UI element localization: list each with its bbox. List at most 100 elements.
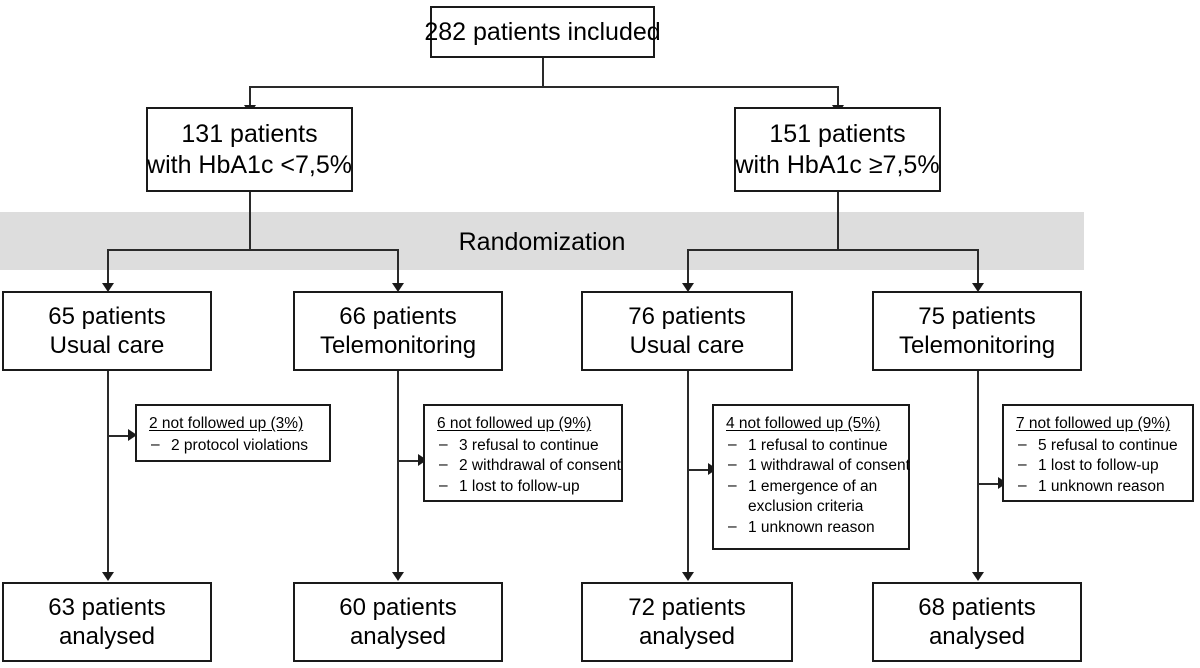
node-analysed-2[interactable]: 60 patients analysed [293,582,503,662]
node-analysed-1-line1: 63 patients [48,593,166,621]
node-analysed-1-line2: analysed [58,623,156,650]
dropout-3-heading: 4 not followed up (5%) [726,415,881,432]
node-arm-2-line1: 66 patients [339,302,457,330]
dropout-box-1[interactable]: 2 not followed up (3%) –2 protocol viola… [135,404,331,462]
dropout-3-item-0: 1 refusal to continue [748,436,888,454]
node-arm-1[interactable]: 65 patients Usual care [2,291,212,371]
node-analysed-3[interactable]: 72 patients analysed [581,582,793,662]
dash-bullet: – [439,435,448,453]
node-strata-high-line1: 151 patients [769,120,906,148]
connector-strata-right-to-rand [837,192,839,250]
list-item: –3 refusal to continue [437,436,611,457]
node-arm-3-line2: Usual care [629,332,745,359]
dash-bullet: – [1018,476,1027,494]
dropout-1-heading: 2 not followed up (3%) [149,415,304,432]
node-arm-4[interactable]: 75 patients Telemonitoring [872,291,1082,371]
connector-dropout4 [977,483,1001,485]
list-item: –2 withdrawal of consent [437,456,621,477]
dash-bullet: – [439,476,448,494]
node-arm-2-line2: Telemonitoring [319,332,477,359]
dropout-3-item-1: 1 withdrawal of consent [748,457,910,475]
node-arm-3[interactable]: 76 patients Usual care [581,291,793,371]
connector-arm3-to-analysed [687,371,689,576]
dash-bullet: – [1018,435,1027,453]
connector-arm4-to-analysed [977,371,979,576]
arrow-arm3 [682,283,694,292]
node-enrolled[interactable]: 282 patients included [424,6,661,58]
dropout-2-heading: 6 not followed up (9%) [437,415,592,432]
connector-dropout2 [397,460,421,462]
arrow-analysed3 [682,572,694,581]
connector-arm1-down [107,249,109,286]
dropout-4-heading: 7 not followed up (9%) [1016,415,1171,432]
node-analysed-4-line2: analysed [928,623,1026,650]
randomization-band [0,212,1084,270]
node-enrolled-line1: 282 patients included [424,17,661,46]
connector-arms-split-left [107,249,398,251]
node-arm-2[interactable]: 66 patients Telemonitoring [293,291,503,371]
connector-dropout3 [687,469,711,471]
connector-arm2-down [397,249,399,286]
list-item: –1 lost to follow-up [1016,456,1182,477]
dash-bullet: – [439,456,448,474]
dropout-4-list: –5 refusal to continue –1 lost to follow… [1016,436,1182,498]
dropout-4-item-1: 1 lost to follow-up [1038,457,1159,475]
list-item: –5 refusal to continue [1016,436,1182,457]
dropout-4-item-0: 5 refusal to continue [1038,436,1178,454]
node-strata-low[interactable]: 131 patients with HbA1c <7,5% [146,107,353,192]
connector-arm4-down [977,249,979,286]
node-strata-high[interactable]: 151 patients with HbA1c ≥7,5% [734,107,941,192]
connector-arm3-down [687,249,689,286]
node-analysed-4-line1: 68 patients [918,593,1036,621]
node-analysed-2-line1: 60 patients [339,593,457,621]
dash-bullet: – [728,518,737,536]
node-arm-4-line1: 75 patients [918,302,1036,330]
connector-strata-left-down [249,86,251,107]
dash-bullet: – [151,435,160,453]
node-strata-low-line2: with HbA1c <7,5% [147,150,352,179]
dropout-4-item-2: 1 unknown reason [1038,477,1165,495]
dropout-2-item-2: 1 lost to follow-up [459,477,580,495]
node-arm-1-line1: 65 patients [48,302,166,330]
arrow-analysed4 [972,572,984,581]
node-analysed-3-line2: analysed [638,623,736,650]
dropout-2-list: –3 refusal to continue –2 withdrawal of … [437,436,621,498]
node-arm-1-line2: Usual care [49,332,165,359]
dropout-1-item-0: 2 protocol violations [171,436,308,454]
arrow-analysed2 [392,572,404,581]
connector-strata-split [249,86,838,88]
dash-bullet: – [728,456,737,474]
node-analysed-1[interactable]: 63 patients analysed [2,582,212,662]
dropout-3-item-2-cont: exclusion criteria [748,498,864,516]
arrow-arm1 [102,283,114,292]
connector-strata-right-down [837,86,839,107]
node-analysed-3-line1: 72 patients [628,593,746,621]
dropout-3-list: –1 refusal to continue –1 withdrawal of … [726,436,910,539]
arrow-dropout1 [128,429,137,441]
list-item: –1 unknown reason [1016,477,1182,498]
node-arm-3-line1: 76 patients [628,302,746,330]
connector-enrolled-down [542,58,544,87]
dropout-box-4[interactable]: 7 not followed up (9%) –5 refusal to con… [1002,404,1194,502]
dropout-2-item-1: 2 withdrawal of consent [459,457,621,475]
list-item: –1 withdrawal of consent [726,456,910,477]
node-analysed-4[interactable]: 68 patients analysed [872,582,1082,662]
connector-arm1-to-analysed [107,371,109,576]
dropout-box-3[interactable]: 4 not followed up (5%) –1 refusal to con… [712,404,910,550]
dash-bullet: – [728,476,737,494]
list-item: –1 lost to follow-up [437,477,611,498]
arrow-arm4 [972,283,984,292]
connector-arm2-to-analysed [397,371,399,576]
node-analysed-2-line2: analysed [349,623,447,650]
dropout-3-item-3: 1 unknown reason [748,519,875,537]
arrow-analysed1 [102,572,114,581]
dropout-1-list: –2 protocol violations [149,436,319,457]
list-item: –1 refusal to continue [726,436,898,457]
node-arm-4-line2: Telemonitoring [898,332,1056,359]
dropout-2-item-0: 3 refusal to continue [459,436,599,454]
connector-strata-left-to-rand [249,192,251,250]
dropout-box-2[interactable]: 6 not followed up (9%) –3 refusal to con… [423,404,623,502]
node-strata-low-line1: 131 patients [181,120,318,148]
